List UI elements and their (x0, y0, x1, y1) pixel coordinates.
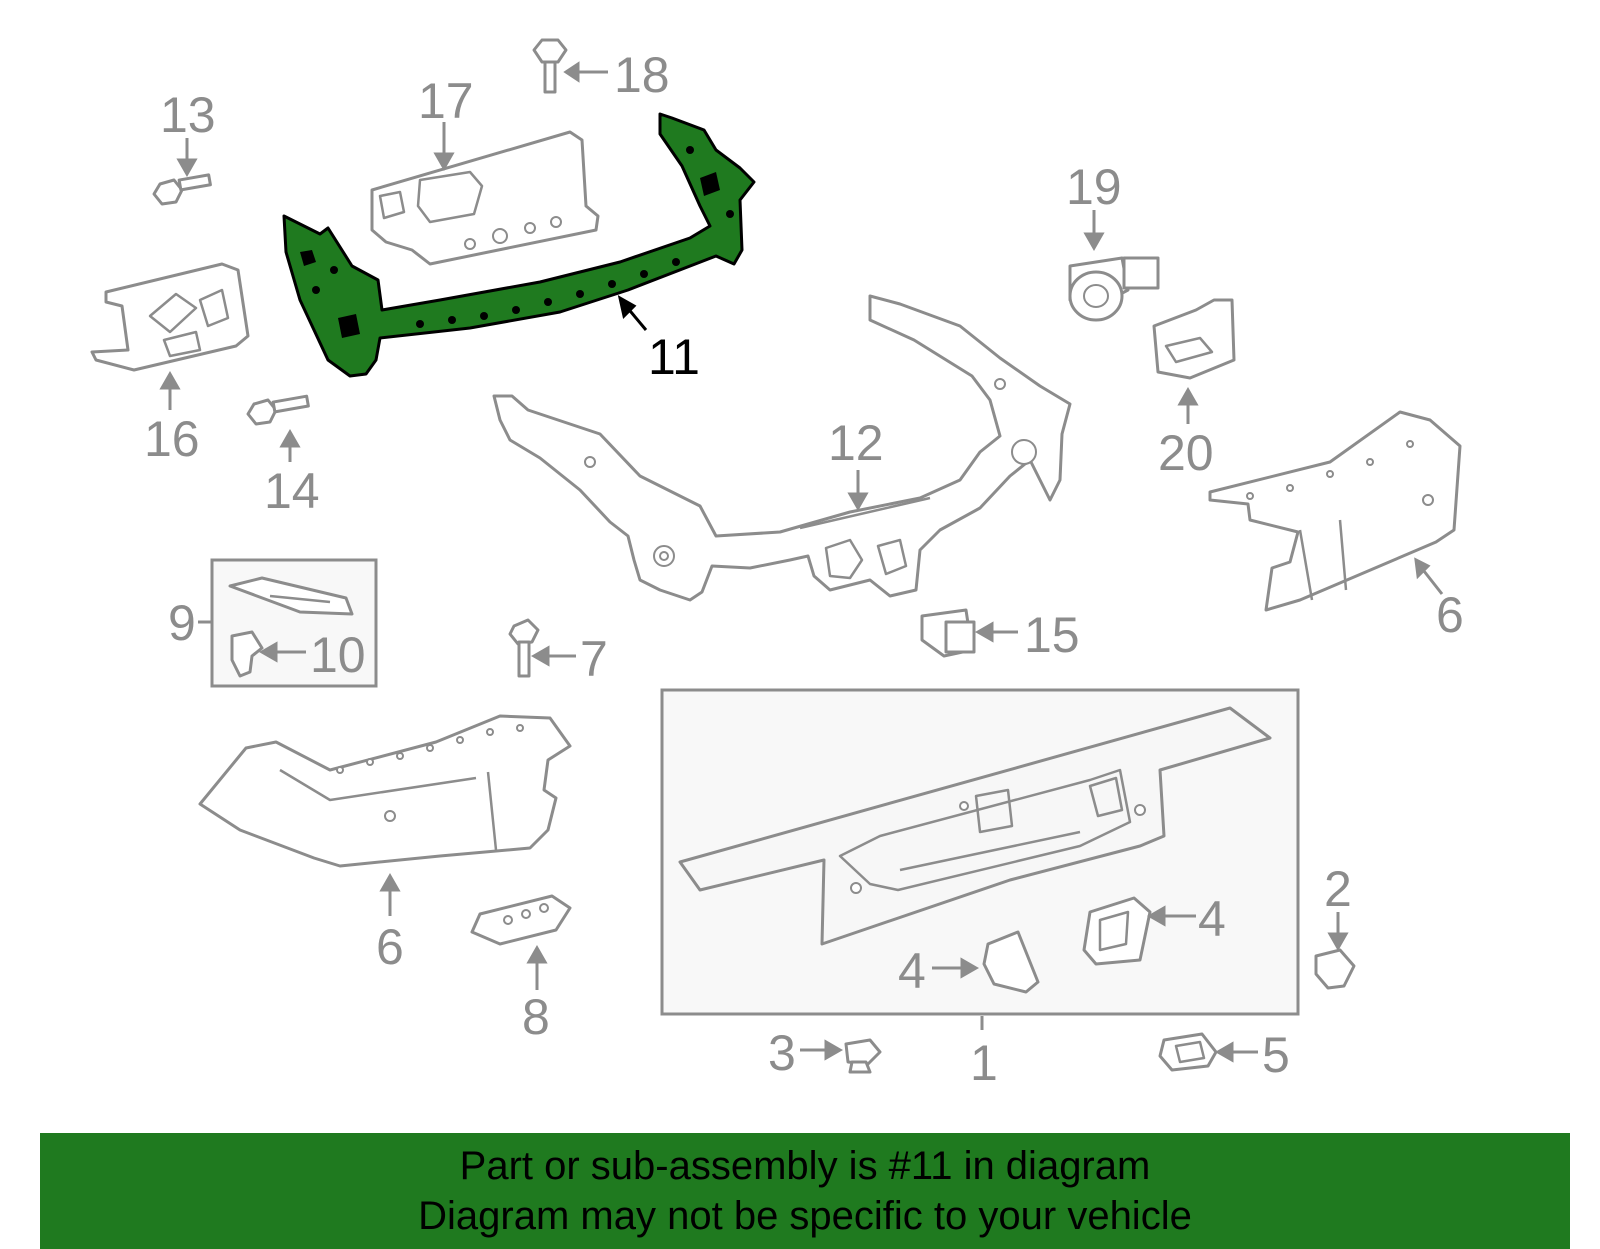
callout-10: 10 (310, 627, 366, 683)
callout-20: 20 (1158, 425, 1214, 481)
part-8-bracket (470, 894, 572, 946)
callout-11: 11 (648, 329, 700, 385)
callout-4-right: 4 (1198, 891, 1226, 947)
banner-line-1: Part or sub-assembly is #11 in diagram (459, 1144, 1151, 1188)
callout-1: 1 (970, 1035, 998, 1091)
callout-2: 2 (1324, 861, 1352, 917)
part-15-plug (920, 608, 976, 658)
callout-3: 3 (768, 1025, 796, 1081)
part-7-bolt (508, 618, 540, 678)
info-banner: Part or sub-assembly is #11 in diagram D… (40, 1133, 1570, 1249)
part-4-bracket-center (982, 930, 1040, 994)
part-20-holder (1152, 298, 1236, 380)
part-12-hitch (492, 294, 1072, 602)
part-4-bracket-right (1082, 896, 1152, 966)
callout-16: 16 (144, 411, 200, 467)
part-13-bolt (152, 173, 212, 206)
callout-19: 19 (1066, 159, 1122, 215)
callout-18: 18 (614, 47, 670, 103)
callout-6-right: 6 (1436, 587, 1464, 643)
callout-9: 9 (168, 595, 196, 651)
callout-17: 17 (418, 73, 474, 129)
part-9-pad (228, 576, 354, 616)
part-11-reinforcement (282, 112, 756, 378)
callout-7: 7 (580, 631, 608, 687)
part-10-clip (230, 630, 264, 678)
part-18-bolt (532, 38, 568, 94)
callout-14: 14 (264, 463, 320, 519)
part-14-bolt (246, 394, 310, 426)
part-17-bracket (370, 130, 600, 266)
callout-4-center: 4 (898, 943, 926, 999)
callout-5: 5 (1262, 1027, 1290, 1083)
part-2-clip (1314, 948, 1356, 990)
part-19-sensor (1068, 256, 1160, 322)
callout-12: 12 (828, 415, 884, 471)
callout-8: 8 (522, 989, 550, 1045)
callout-6-left: 6 (376, 919, 404, 975)
part-16-bracket (90, 262, 250, 372)
part-6-right-end (1208, 410, 1462, 612)
callout-15: 15 (1024, 607, 1080, 663)
part-5-grommet (1158, 1032, 1218, 1072)
banner-line-2: Diagram may not be specific to your vehi… (418, 1194, 1192, 1238)
part-1-step-pad (678, 706, 1272, 946)
part-3-clip (844, 1038, 882, 1074)
part-6-left-end (198, 714, 572, 868)
callout-13: 13 (160, 87, 216, 143)
